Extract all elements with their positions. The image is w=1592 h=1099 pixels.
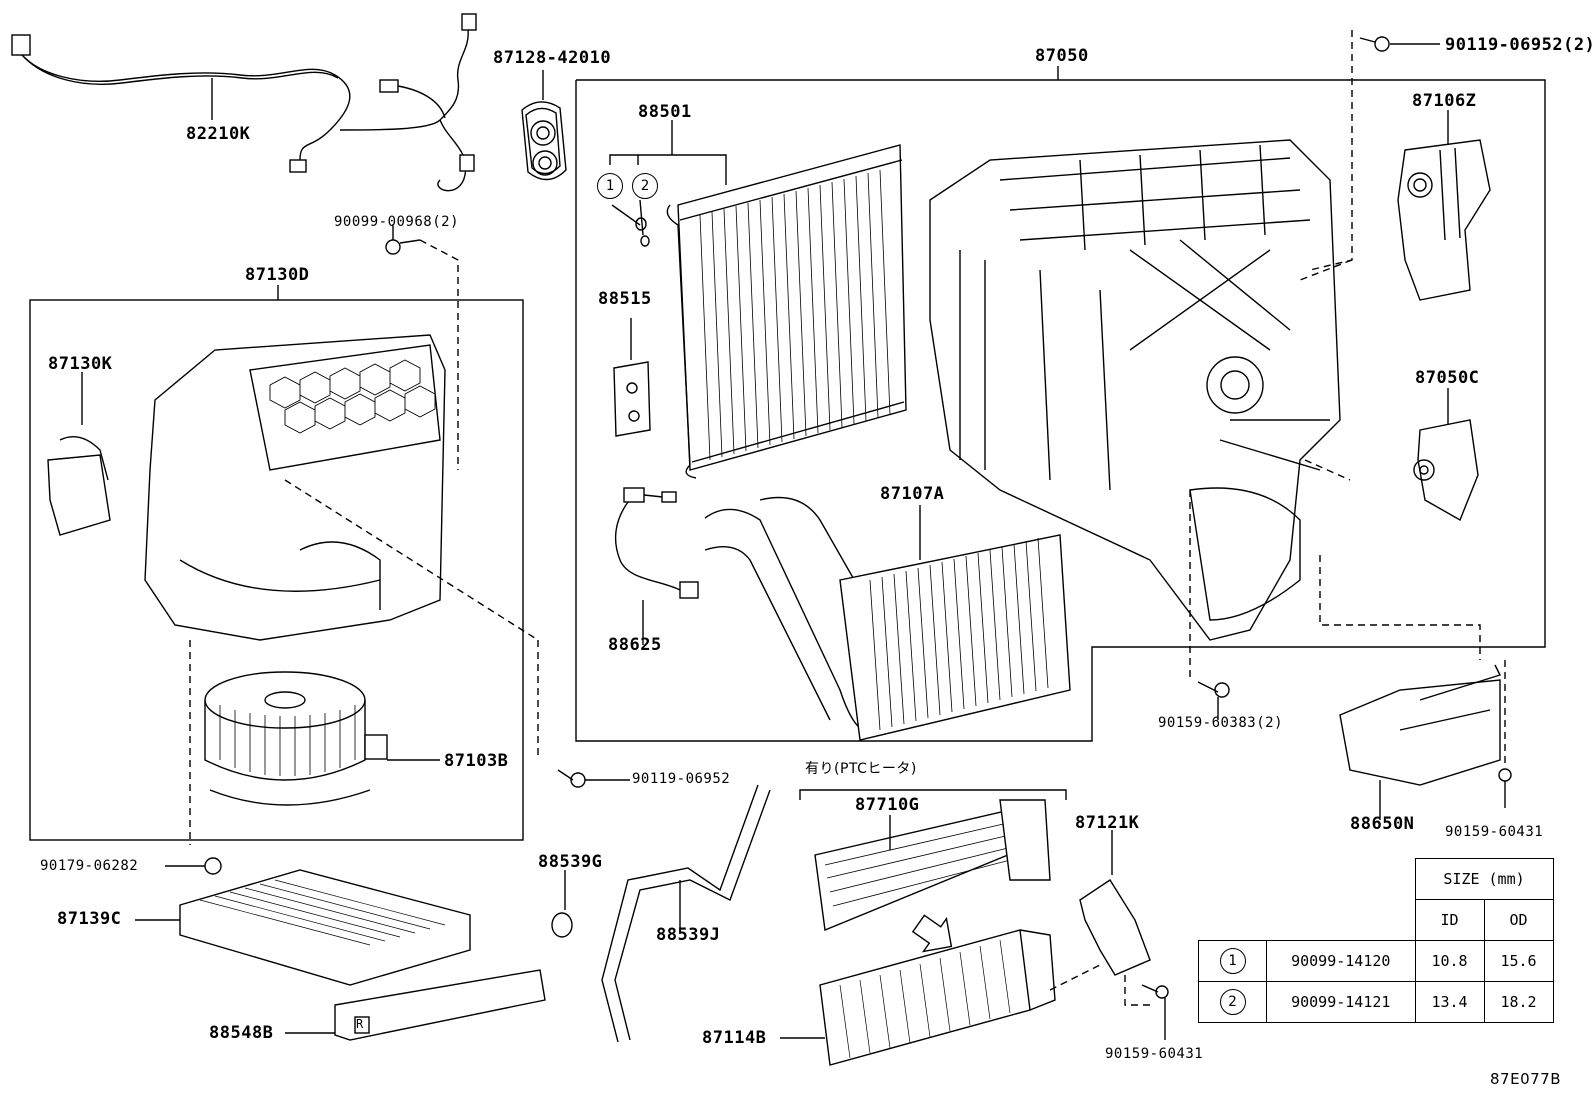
row-mark-2: 2 [1219,989,1246,1015]
screw-90119-top-right [1359,36,1440,52]
thermistor-88625 [614,487,699,645]
label-90159-60431-bottom: 90159-60431 [1105,1046,1204,1062]
ptc-bracket [799,789,1067,800]
label-87106z: 87106Z [1412,91,1477,111]
blower-box-87130d [29,285,524,841]
label-87130k: 87130K [48,354,113,374]
row-id: 13.4 [1414,981,1485,1023]
row-od: 18.2 [1483,981,1554,1023]
label-90099-00968-2: 90099-00968(2) [334,214,460,230]
heater-element-87114b [780,929,1056,1066]
label-88539g: 88539G [538,852,603,872]
row-part: 90099-14120 [1266,940,1416,982]
row-mark-1: 1 [1219,948,1246,974]
air-filter-87139c [135,869,471,986]
label-90179-06282: 90179-06282 [40,858,139,874]
label-90119-06952-2: 90119-06952(2) [1445,35,1592,55]
label-87710g: 87710G [855,795,920,815]
dashed-leaders-blower [189,479,539,845]
ecu-88650n [1339,664,1501,820]
blower-motor-87103b [204,671,440,806]
heater-core-87107a [704,496,1071,741]
screw-90159-60431-bottom [1141,984,1169,1040]
down-arrow [911,914,953,953]
table-row: 2 90099-14121 13.4 18.2 [1198,981,1554,1023]
filter-cover-88548b [285,969,546,1041]
label-90159-60383-2: 90159-60383(2) [1158,715,1284,731]
label-87128-42010: 87128-42010 [493,48,612,68]
wire-harness-82210k [11,13,477,192]
actuator-87106z [1397,110,1491,301]
evaporator-88501 [609,120,907,479]
label-87103b: 87103B [444,751,509,771]
callout-2: 2 [632,173,658,199]
table-row: 1 90099-14120 10.8 15.6 [1198,940,1554,982]
label-88539j: 88539J [656,925,721,945]
expansion-valve-88515 [613,318,651,437]
screw-90159-60431-right [1498,660,1512,808]
screw-90099-00968 [385,224,459,470]
size-table-col-id: ID [1414,899,1485,941]
label-88548b: 88548B [209,1023,274,1043]
nut-90179-06282 [165,857,222,875]
dashed-leaders-upper-right [1189,30,1481,680]
label-88650n: 88650N [1350,814,1415,834]
size-table-title: SIZE (mm) [1414,858,1554,900]
row-od: 15.6 [1483,940,1554,982]
blower-housing [144,334,446,641]
label-88625: 88625 [608,635,662,655]
bracket-87121k [1049,830,1151,1006]
figure-code: 87E077B [1490,1070,1561,1088]
label-87107a: 87107A [880,484,945,504]
label-90119-06952: 90119-06952 [632,771,731,787]
ptc-note: 有り(PTCヒータ) [805,761,917,777]
hvac-case-87050 [929,139,1341,641]
label-87050: 87050 [1035,46,1089,66]
screw-90159-60383 [1197,681,1230,720]
label-88501: 88501 [638,102,692,122]
assembly-frame-87050 [575,66,1546,742]
label-87114b: 87114B [702,1028,767,1048]
grommet-87128 [521,70,567,181]
ptc-heater-87710g [814,799,1051,931]
size-table: SIZE (mm) ID OD 1 90099-14120 10.8 15.6 … [1198,858,1554,1023]
screw-90119-06952 [557,769,630,788]
actuator-87130k [47,372,111,536]
label-87121k: 87121K [1075,813,1140,833]
label-87050c: 87050C [1415,368,1480,388]
filter-cover-mark: R [356,1017,364,1031]
label-87139c: 87139C [57,909,122,929]
servo-87050c [1413,388,1479,522]
size-table-col-od: OD [1483,899,1554,941]
label-82210k: 82210K [186,124,251,144]
drain-hose-88539j [601,784,771,1043]
label-88515: 88515 [598,289,652,309]
callout-1: 1 [597,173,623,199]
grommet-88539g [551,870,573,938]
row-id: 10.8 [1414,940,1485,982]
label-87130d: 87130D [245,265,310,285]
label-90159-60431-right: 90159-60431 [1445,824,1544,840]
row-part: 90099-14121 [1266,981,1416,1023]
